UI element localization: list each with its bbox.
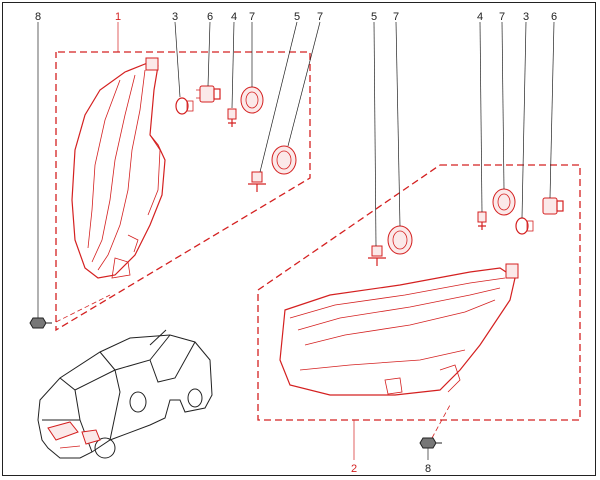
callout-6-left: 6: [207, 11, 213, 23]
diagram-frame: [2, 2, 596, 476]
left-group-outline: [55, 51, 311, 332]
callout-3-right: 3: [523, 11, 529, 23]
callout-7-left-b: 7: [317, 11, 323, 23]
callout-2: 2: [351, 463, 357, 475]
left-headlight-housing: [71, 57, 166, 279]
callout-5-left: 5: [294, 11, 300, 23]
callout-3-left: 3: [172, 11, 178, 23]
left-cover-cap-lower: [271, 145, 297, 175]
right-mounting-bolt: [419, 437, 442, 449]
left-small-bulb: [227, 108, 237, 127]
callout-1: 1: [115, 11, 121, 23]
callout-6-right: 6: [551, 11, 557, 23]
left-bulb: [175, 97, 194, 115]
left-housing-mount-tab: [145, 57, 159, 71]
locator-left-headlight: [47, 421, 79, 441]
right-cover-cap-upper: [492, 188, 516, 216]
vehicle-locator-illustration: [37, 329, 213, 459]
right-small-bulb: [477, 211, 487, 230]
callout-7-left-a: 7: [249, 11, 255, 23]
right-housing-mount-tab: [505, 263, 519, 279]
right-cover-cap-lower: [387, 225, 413, 255]
right-bulb-socket: [542, 197, 564, 215]
left-headlight-group: [37, 21, 321, 332]
locator-right-headlight: [81, 429, 101, 445]
right-side-lamp: [368, 245, 386, 266]
left-bulb-socket: [196, 85, 221, 103]
right-group-outline: [257, 164, 581, 421]
callout-8-right: 8: [425, 463, 431, 475]
callout-5-right: 5: [371, 11, 377, 23]
right-headlight-group: [257, 21, 581, 460]
callout-7-right-a: 7: [393, 11, 399, 23]
callout-8-left: 8: [35, 11, 41, 23]
left-mounting-bolt: [29, 317, 52, 329]
left-cover-cap-upper: [240, 86, 264, 114]
right-headlight-housing: [279, 263, 519, 396]
callout-7-right-b: 7: [499, 11, 505, 23]
left-side-lamp: [248, 171, 266, 192]
callout-4-left: 4: [231, 11, 237, 23]
callout-4-right: 4: [477, 11, 483, 23]
right-bulb: [515, 217, 534, 235]
